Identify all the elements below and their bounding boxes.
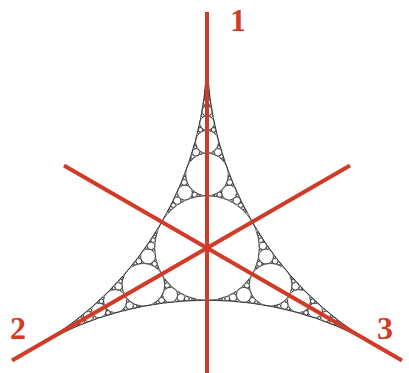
gasket-circle	[159, 298, 165, 304]
gasket-circle	[215, 194, 218, 197]
gasket-circle	[150, 263, 152, 265]
gasket-circle	[250, 298, 256, 304]
gasket-circle	[177, 292, 179, 294]
gasket-circle	[120, 289, 122, 291]
gasket-circle	[200, 152, 202, 154]
gasket-circle	[248, 279, 250, 281]
gasket-circle	[234, 292, 236, 294]
gasket-circle	[141, 262, 143, 264]
gasket-circle	[152, 249, 154, 251]
axis-line	[12, 165, 350, 360]
gasket-circle	[186, 184, 188, 186]
symmetry-axes	[12, 12, 402, 373]
gasket-circle	[164, 279, 166, 281]
gasket-circle	[306, 309, 307, 310]
gasket-circle	[251, 296, 253, 298]
gasket-circle	[203, 129, 204, 130]
gasket-circle	[259, 249, 261, 251]
gasket-circle	[291, 289, 293, 291]
axis-number: 1	[230, 4, 246, 36]
gasket-circle	[217, 192, 222, 197]
gasket-circle	[199, 195, 201, 197]
gasket-circle	[255, 268, 257, 270]
gasket-circle	[213, 195, 215, 197]
gasket-circle	[197, 194, 200, 197]
gasket-circle	[181, 200, 183, 202]
gasket-circle	[262, 263, 264, 265]
gasket-circle	[226, 184, 228, 186]
gasket-circle	[164, 287, 166, 289]
gasket-circle	[271, 262, 273, 264]
axis-number: 2	[10, 312, 26, 344]
gasket-circle	[220, 191, 222, 193]
gasket-circle	[169, 286, 171, 288]
gasket-circle	[310, 303, 311, 304]
gasket-circle	[285, 300, 287, 302]
axis-line	[64, 165, 402, 360]
gasket-circle	[157, 268, 159, 270]
axis-line	[205, 12, 209, 373]
gasket-circle	[154, 260, 156, 262]
gasket-circle	[225, 296, 230, 301]
gasket-circle	[191, 196, 193, 198]
gasket-circle	[210, 129, 211, 130]
gasket-circle	[185, 296, 190, 301]
gasket-circle	[212, 152, 214, 154]
gasket-circle	[127, 300, 129, 302]
gasket-circle	[102, 303, 103, 304]
gasket-circle	[192, 192, 197, 197]
gasket-circle	[163, 287, 178, 302]
gasket-circle	[243, 286, 245, 288]
gasket-circle	[248, 287, 250, 289]
gasket-circle	[192, 191, 194, 193]
gasket-circle	[221, 196, 223, 198]
gasket-circle	[106, 309, 107, 310]
gasket-circle	[161, 296, 163, 298]
gasket-circle	[237, 287, 252, 302]
gasket-circle	[258, 260, 260, 262]
gasket-circle	[231, 200, 233, 202]
axis-number: 3	[377, 312, 393, 344]
